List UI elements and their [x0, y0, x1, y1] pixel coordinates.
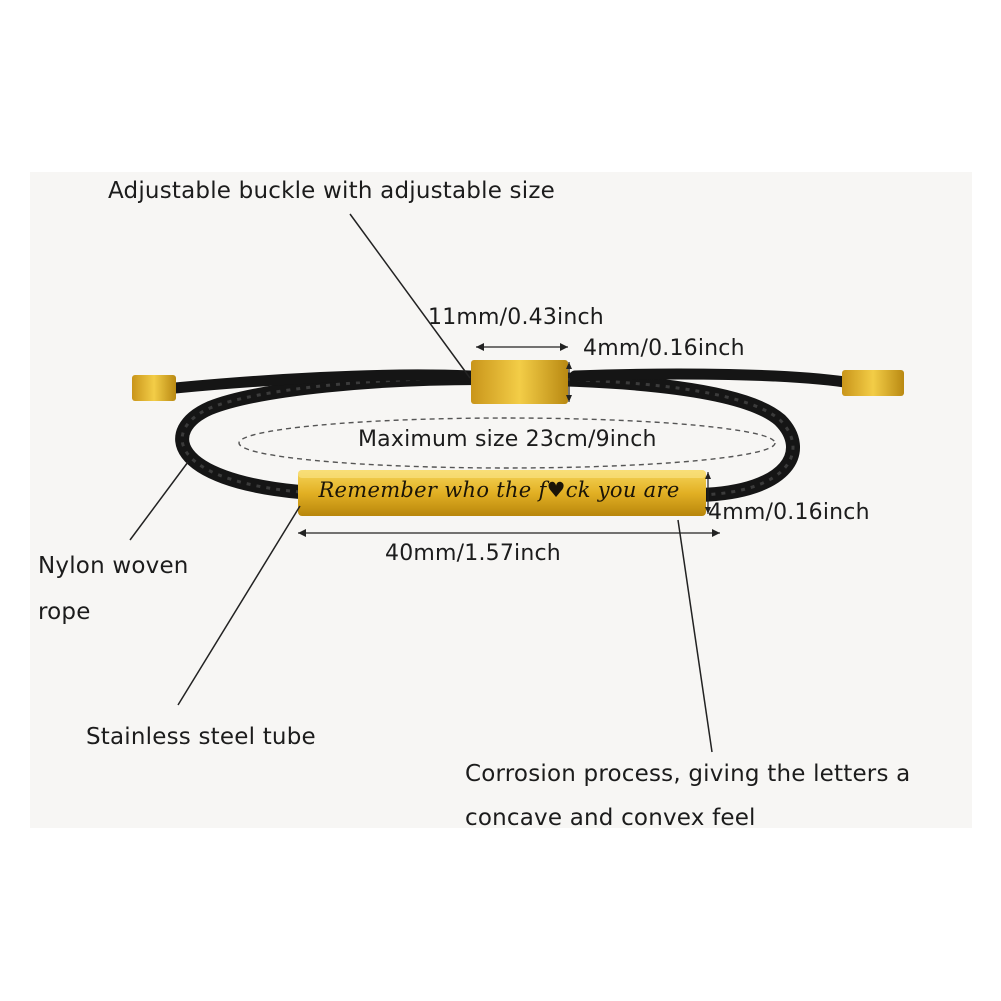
label-buckle-length: 11mm/0.43inch	[428, 305, 604, 330]
label-tube: Stainless steel tube	[86, 724, 316, 750]
rope-tail-right	[569, 368, 851, 388]
max-size-ellipse	[238, 417, 776, 469]
adjustable-buckle	[471, 360, 568, 404]
label-buckle: Adjustable buckle with adjustable size	[108, 178, 555, 204]
label-tube-height: 4mm/0.16inch	[708, 500, 870, 525]
label-tube-length: 40mm/1.57inch	[385, 541, 561, 566]
leader-tube	[177, 505, 301, 706]
leader-buckle	[349, 213, 471, 379]
leader-corrosion	[677, 519, 713, 753]
rope-tail-left	[169, 369, 476, 394]
stainless-steel-tube	[298, 470, 706, 516]
engraved-text: Remember who the f♥ck you are	[318, 478, 680, 502]
label-corrosion: Corrosion process, giving the letters a …	[465, 761, 911, 831]
end-cap-right	[842, 370, 904, 396]
end-cap-left	[132, 375, 176, 401]
leader-rope	[129, 461, 189, 541]
label-max-size: Maximum size 23cm/9inch	[358, 427, 657, 452]
label-rope: Nylon woven rope	[38, 553, 189, 625]
label-buckle-width: 4mm/0.16inch	[583, 336, 745, 361]
